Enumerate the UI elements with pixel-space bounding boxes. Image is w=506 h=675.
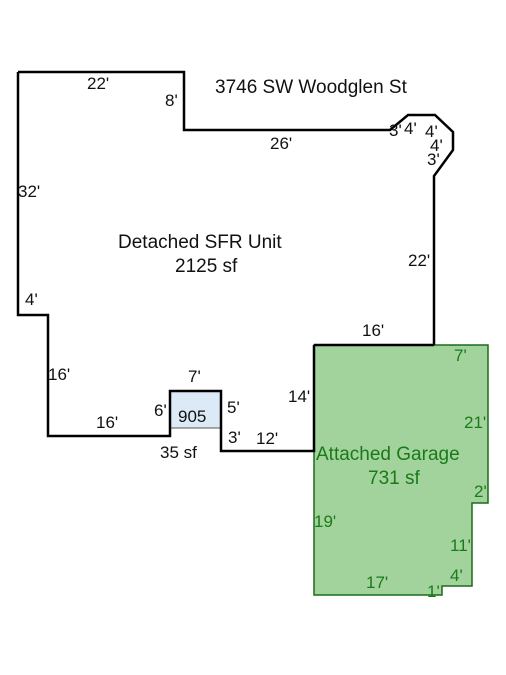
garage-dim-right-lower: 11' (450, 536, 471, 555)
dim-bottom-right: 12' (256, 429, 278, 448)
dim-corner-c: 4' (425, 122, 438, 141)
dim-corner-b: 4' (404, 119, 417, 138)
bump-dim-top: 7' (188, 367, 201, 386)
dim-garage-side: 14' (288, 387, 310, 406)
garage-dim-step: 4' (450, 566, 463, 585)
dim-step-down: 8' (165, 91, 178, 110)
house-outline-left (16, 72, 316, 453)
dim-top-left: 22' (87, 74, 109, 93)
dim-corner-d: 4' (430, 136, 443, 155)
bump-dim-right: 5' (227, 398, 240, 417)
dim-garage-top: 16' (362, 321, 384, 340)
garage-shape (313, 344, 489, 596)
house-outline (18, 70, 455, 345)
dim-left-lower: 16' (48, 365, 70, 384)
dim-corner-e: 3' (427, 150, 440, 169)
dim-top-middle: 26' (270, 134, 292, 153)
dim-left-jog: 4' (25, 290, 38, 309)
garage-dim-bottom: 17' (366, 573, 388, 592)
dim-right: 22' (408, 251, 430, 270)
address-label: 3746 SW Woodglen St (215, 77, 408, 98)
garage-dim-corner: 1' (427, 582, 440, 601)
dim-bottom-left: 16' (96, 413, 118, 432)
dim-left: 32' (18, 182, 40, 201)
garage-name: Attached Garage (316, 444, 460, 465)
garage-dim-jog: 2' (474, 482, 487, 501)
house-name: Detached SFR Unit (118, 232, 282, 253)
garage-dim-top: 7' (454, 346, 467, 365)
dim-corner-a: 3' (389, 121, 402, 140)
bump-area: 35 sf (160, 443, 197, 462)
garage-area: 731 sf (368, 468, 420, 489)
bump-dim-left: 6' (154, 401, 167, 420)
garage-dim-right-upper: 21' (464, 413, 486, 432)
house-area: 2125 sf (175, 256, 238, 277)
dim-notch: 3' (228, 428, 241, 447)
garage-dim-left: 19' (314, 512, 336, 531)
bump-name: 905 (178, 407, 206, 426)
